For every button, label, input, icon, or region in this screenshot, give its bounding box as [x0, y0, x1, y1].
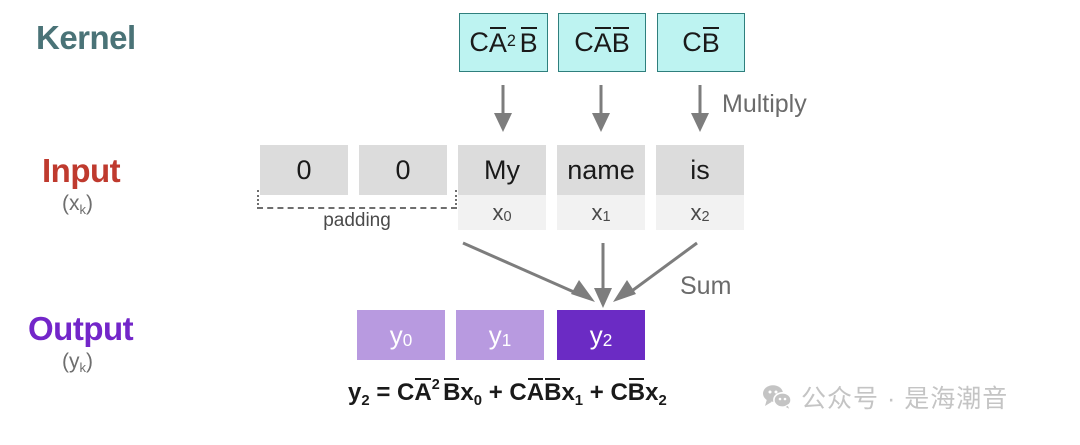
- output-symbol: y: [389, 319, 403, 350]
- term1-c: C: [397, 379, 415, 406]
- output-sub-open: (y: [62, 350, 80, 373]
- formula-lhs: y: [348, 379, 362, 406]
- term3-bbar: B: [627, 378, 646, 406]
- kernel-term-abar: A: [488, 27, 507, 58]
- row-sublabel-output: (yk): [62, 350, 94, 376]
- input-sub-index: 0: [503, 208, 512, 225]
- input-sub-symbol: x: [690, 199, 702, 225]
- output-sub-index: k: [79, 360, 87, 376]
- input-cell-word: 0: [359, 145, 447, 195]
- input-sub-index: 2: [701, 208, 710, 225]
- formula-equals: =: [376, 379, 391, 406]
- input-cell-word: name: [557, 145, 645, 195]
- term2-bbar: B: [544, 378, 562, 406]
- formula-term-3: CBx2: [610, 378, 667, 410]
- output-index: 1: [501, 329, 512, 350]
- row-label-output: Output: [28, 310, 134, 347]
- output-index: 0: [402, 329, 413, 350]
- kernel-term-c: C: [574, 27, 594, 57]
- input-sub-close: ): [86, 192, 94, 215]
- term1-abar: A: [414, 378, 432, 406]
- kernel-term-c: C: [682, 27, 702, 57]
- input-sub-symbol: x: [591, 199, 603, 225]
- output-symbol: y: [589, 319, 603, 350]
- term1-x-index: 0: [473, 393, 483, 410]
- term2-c: C: [509, 379, 527, 406]
- multiply-arrow-0: [494, 85, 512, 132]
- padding-label: padding: [323, 210, 391, 231]
- term2-abar: A: [526, 378, 545, 406]
- wechat-icon: [763, 385, 792, 410]
- input-sub-index: 1: [602, 208, 611, 225]
- input-sub-symbol: x: [492, 199, 504, 225]
- watermark: 公众号 · 是海潮音: [762, 379, 1008, 415]
- term1-bbar: B: [443, 378, 461, 406]
- output-index: 2: [602, 329, 613, 350]
- row-sublabel-input: (xk): [62, 192, 94, 218]
- row-label-kernel: Kernel: [36, 19, 136, 56]
- output-sub-close: ): [86, 350, 94, 373]
- term2-x-index: 1: [574, 393, 584, 410]
- multiply-arrow-2: [691, 85, 709, 132]
- term2-x: x: [561, 379, 575, 406]
- padding-bracket: [257, 190, 457, 209]
- multiply-label: Multiply: [722, 90, 807, 118]
- sum-arrows: [462, 241, 698, 308]
- input-cell-word: My: [458, 145, 546, 195]
- input-sub-open: (x: [62, 192, 80, 215]
- multiply-arrow-1: [592, 85, 610, 132]
- kernel-term-c: C: [469, 27, 489, 57]
- kernel-term-abar: A: [593, 27, 612, 58]
- sum-label: Sum: [680, 272, 732, 300]
- row-label-input: Input: [42, 152, 121, 189]
- formula-lhs-index: 2: [361, 393, 370, 410]
- input-cell-padding-1[interactable]: 0: [359, 145, 447, 230]
- term1-x: x: [460, 379, 474, 406]
- input-cell-word: 0: [260, 145, 348, 195]
- formula-term-2: CABx1: [509, 378, 584, 410]
- kernel-term-bbar: B: [701, 27, 720, 58]
- term3-x: x: [645, 379, 659, 406]
- kernel-term-bbar: B: [519, 27, 538, 58]
- watermark-text: 公众号 · 是海潮音: [801, 385, 1009, 413]
- input-cell-word: is: [656, 145, 744, 195]
- formula-op-2: +: [589, 379, 604, 406]
- term3-x-index: 2: [658, 393, 667, 410]
- term3-c: C: [610, 379, 628, 406]
- formula-op-1: +: [488, 379, 503, 406]
- input-cell-padding-0[interactable]: 0: [260, 145, 348, 230]
- term1-a-exponent: 2: [431, 377, 440, 394]
- kernel-term-bbar: B: [611, 27, 630, 58]
- output-symbol: y: [488, 319, 502, 350]
- input-sub-index: k: [79, 202, 87, 218]
